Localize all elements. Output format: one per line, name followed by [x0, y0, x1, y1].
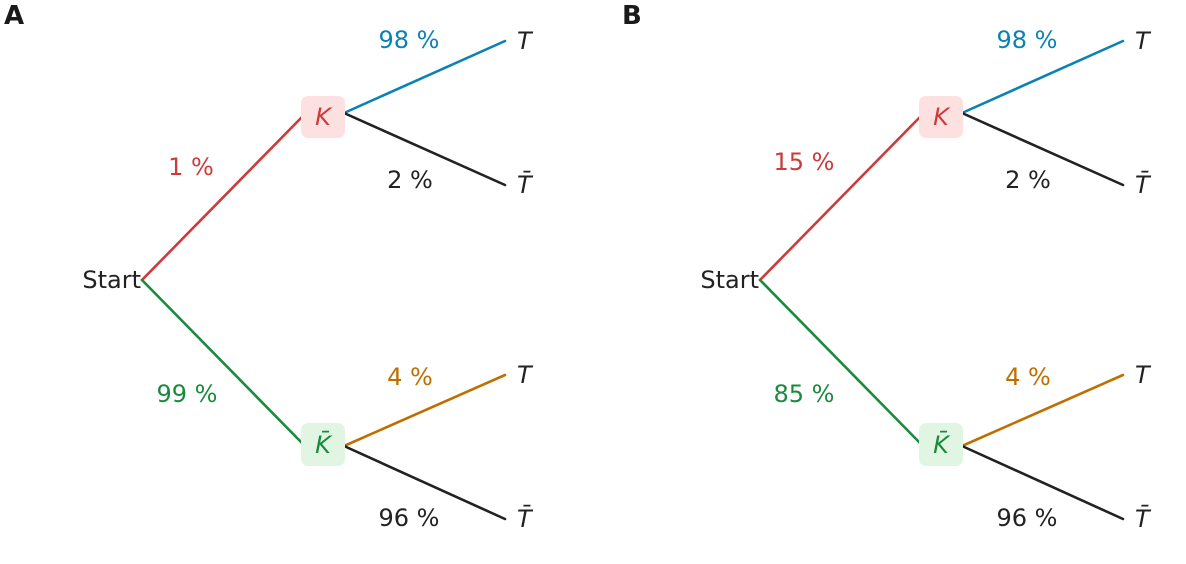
node-k: K — [315, 103, 333, 131]
edge-start-kbar — [758, 278, 922, 445]
edge-k-t — [960, 39, 1125, 115]
edge-kbar-tbar — [342, 444, 507, 521]
panel-a: A Start K K̄ T T̄ T T̄ 1 % 99 % 98 % 2 %… — [4, 1, 534, 533]
node-k-box — [919, 96, 963, 138]
prob-k: 15 % — [774, 148, 835, 176]
node-start: Start — [82, 266, 141, 294]
edge-kbar-t — [960, 373, 1125, 448]
node-tbar-upper: T̄ — [517, 170, 534, 199]
panel-label: A — [4, 1, 24, 31]
node-k: K — [933, 103, 951, 131]
panel-label: B — [622, 1, 642, 31]
node-tbar-lower: T̄ — [517, 504, 534, 533]
prob-tbar-given-k: 2 % — [387, 166, 433, 194]
edge-k-tbar — [342, 111, 507, 187]
edge-start-k — [140, 115, 304, 282]
prob-tbar-given-kbar: 96 % — [997, 504, 1058, 532]
prob-k: 1 % — [168, 153, 214, 181]
prob-t-given-k: 98 % — [379, 26, 440, 54]
node-k-box — [301, 96, 345, 138]
edge-start-kbar — [140, 278, 304, 445]
node-kbar-box — [301, 423, 345, 466]
prob-t-given-kbar: 4 % — [1005, 363, 1051, 391]
node-tbar-upper: T̄ — [1135, 170, 1152, 199]
prob-t-given-k: 98 % — [997, 26, 1058, 54]
node-t-lower: T — [1135, 361, 1152, 389]
node-t-upper: T — [517, 27, 534, 55]
edge-start-k — [758, 115, 922, 282]
edge-k-t — [342, 39, 507, 115]
prob-tbar-given-k: 2 % — [1005, 166, 1051, 194]
node-kbar-box — [919, 423, 963, 466]
node-start: Start — [700, 266, 759, 294]
node-t-upper: T — [1135, 27, 1152, 55]
node-kbar: K̄ — [315, 430, 333, 459]
node-t-lower: T — [517, 361, 534, 389]
prob-tbar-given-kbar: 96 % — [379, 504, 440, 532]
prob-kbar: 99 % — [157, 380, 218, 408]
panel-b: B Start K K̄ T T̄ T T̄ 15 % 85 % 98 % 2 … — [622, 1, 1152, 533]
node-tbar-lower: T̄ — [1135, 504, 1152, 533]
edge-k-tbar — [960, 111, 1125, 187]
edge-kbar-tbar — [960, 444, 1125, 521]
node-kbar: K̄ — [933, 430, 951, 459]
prob-t-given-kbar: 4 % — [387, 363, 433, 391]
edge-kbar-t — [342, 373, 507, 448]
prob-kbar: 85 % — [774, 380, 835, 408]
